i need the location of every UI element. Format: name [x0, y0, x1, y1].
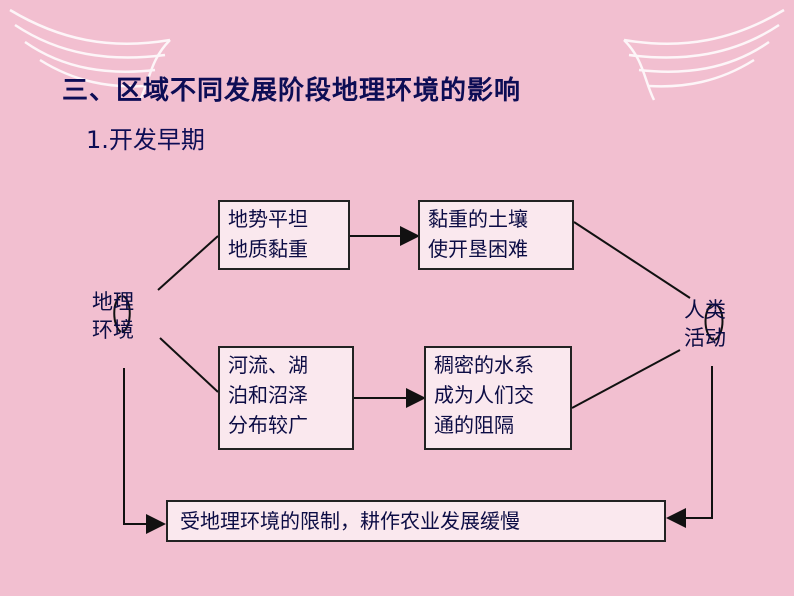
connector-left-to-bottom: [159, 337, 219, 393]
box-terrain-soil: 地势平坦 地质黏重: [218, 200, 350, 270]
slide-heading: 三、区域不同发展阶段地理环境的影响: [62, 76, 522, 106]
node-geographic-environment: 地理 环境: [92, 290, 134, 342]
left-wing-decoration: [9, 8, 171, 101]
box-dense-water-system-barrier: 稠密的水系 成为人们交 通的阻隔: [424, 346, 572, 450]
slide-subheading: 1.开发早期: [86, 126, 205, 154]
box-clay-soil-hard-to-cultivate: 黏重的土壤 使开垦困难: [418, 200, 574, 270]
connector-bottom-to-right: [571, 349, 681, 409]
arrow-left-to-result: [123, 368, 166, 534]
box-result-agriculture-slow: 受地理环境的限制，耕作农业发展缓慢: [166, 500, 666, 542]
connector-left-to-top: [157, 235, 219, 291]
cycle-symbol-left: [113, 295, 131, 333]
cycle-symbol-right: [704, 303, 724, 341]
arrow-right-to-result: [666, 366, 713, 528]
connector-top-to-right: [573, 221, 691, 299]
right-wing-decoration: [623, 8, 785, 101]
box-rivers-lakes-swamps: 河流、湖 泊和沼泽 分布较广: [218, 346, 354, 450]
node-human-activity: 人类 活动: [684, 298, 726, 350]
